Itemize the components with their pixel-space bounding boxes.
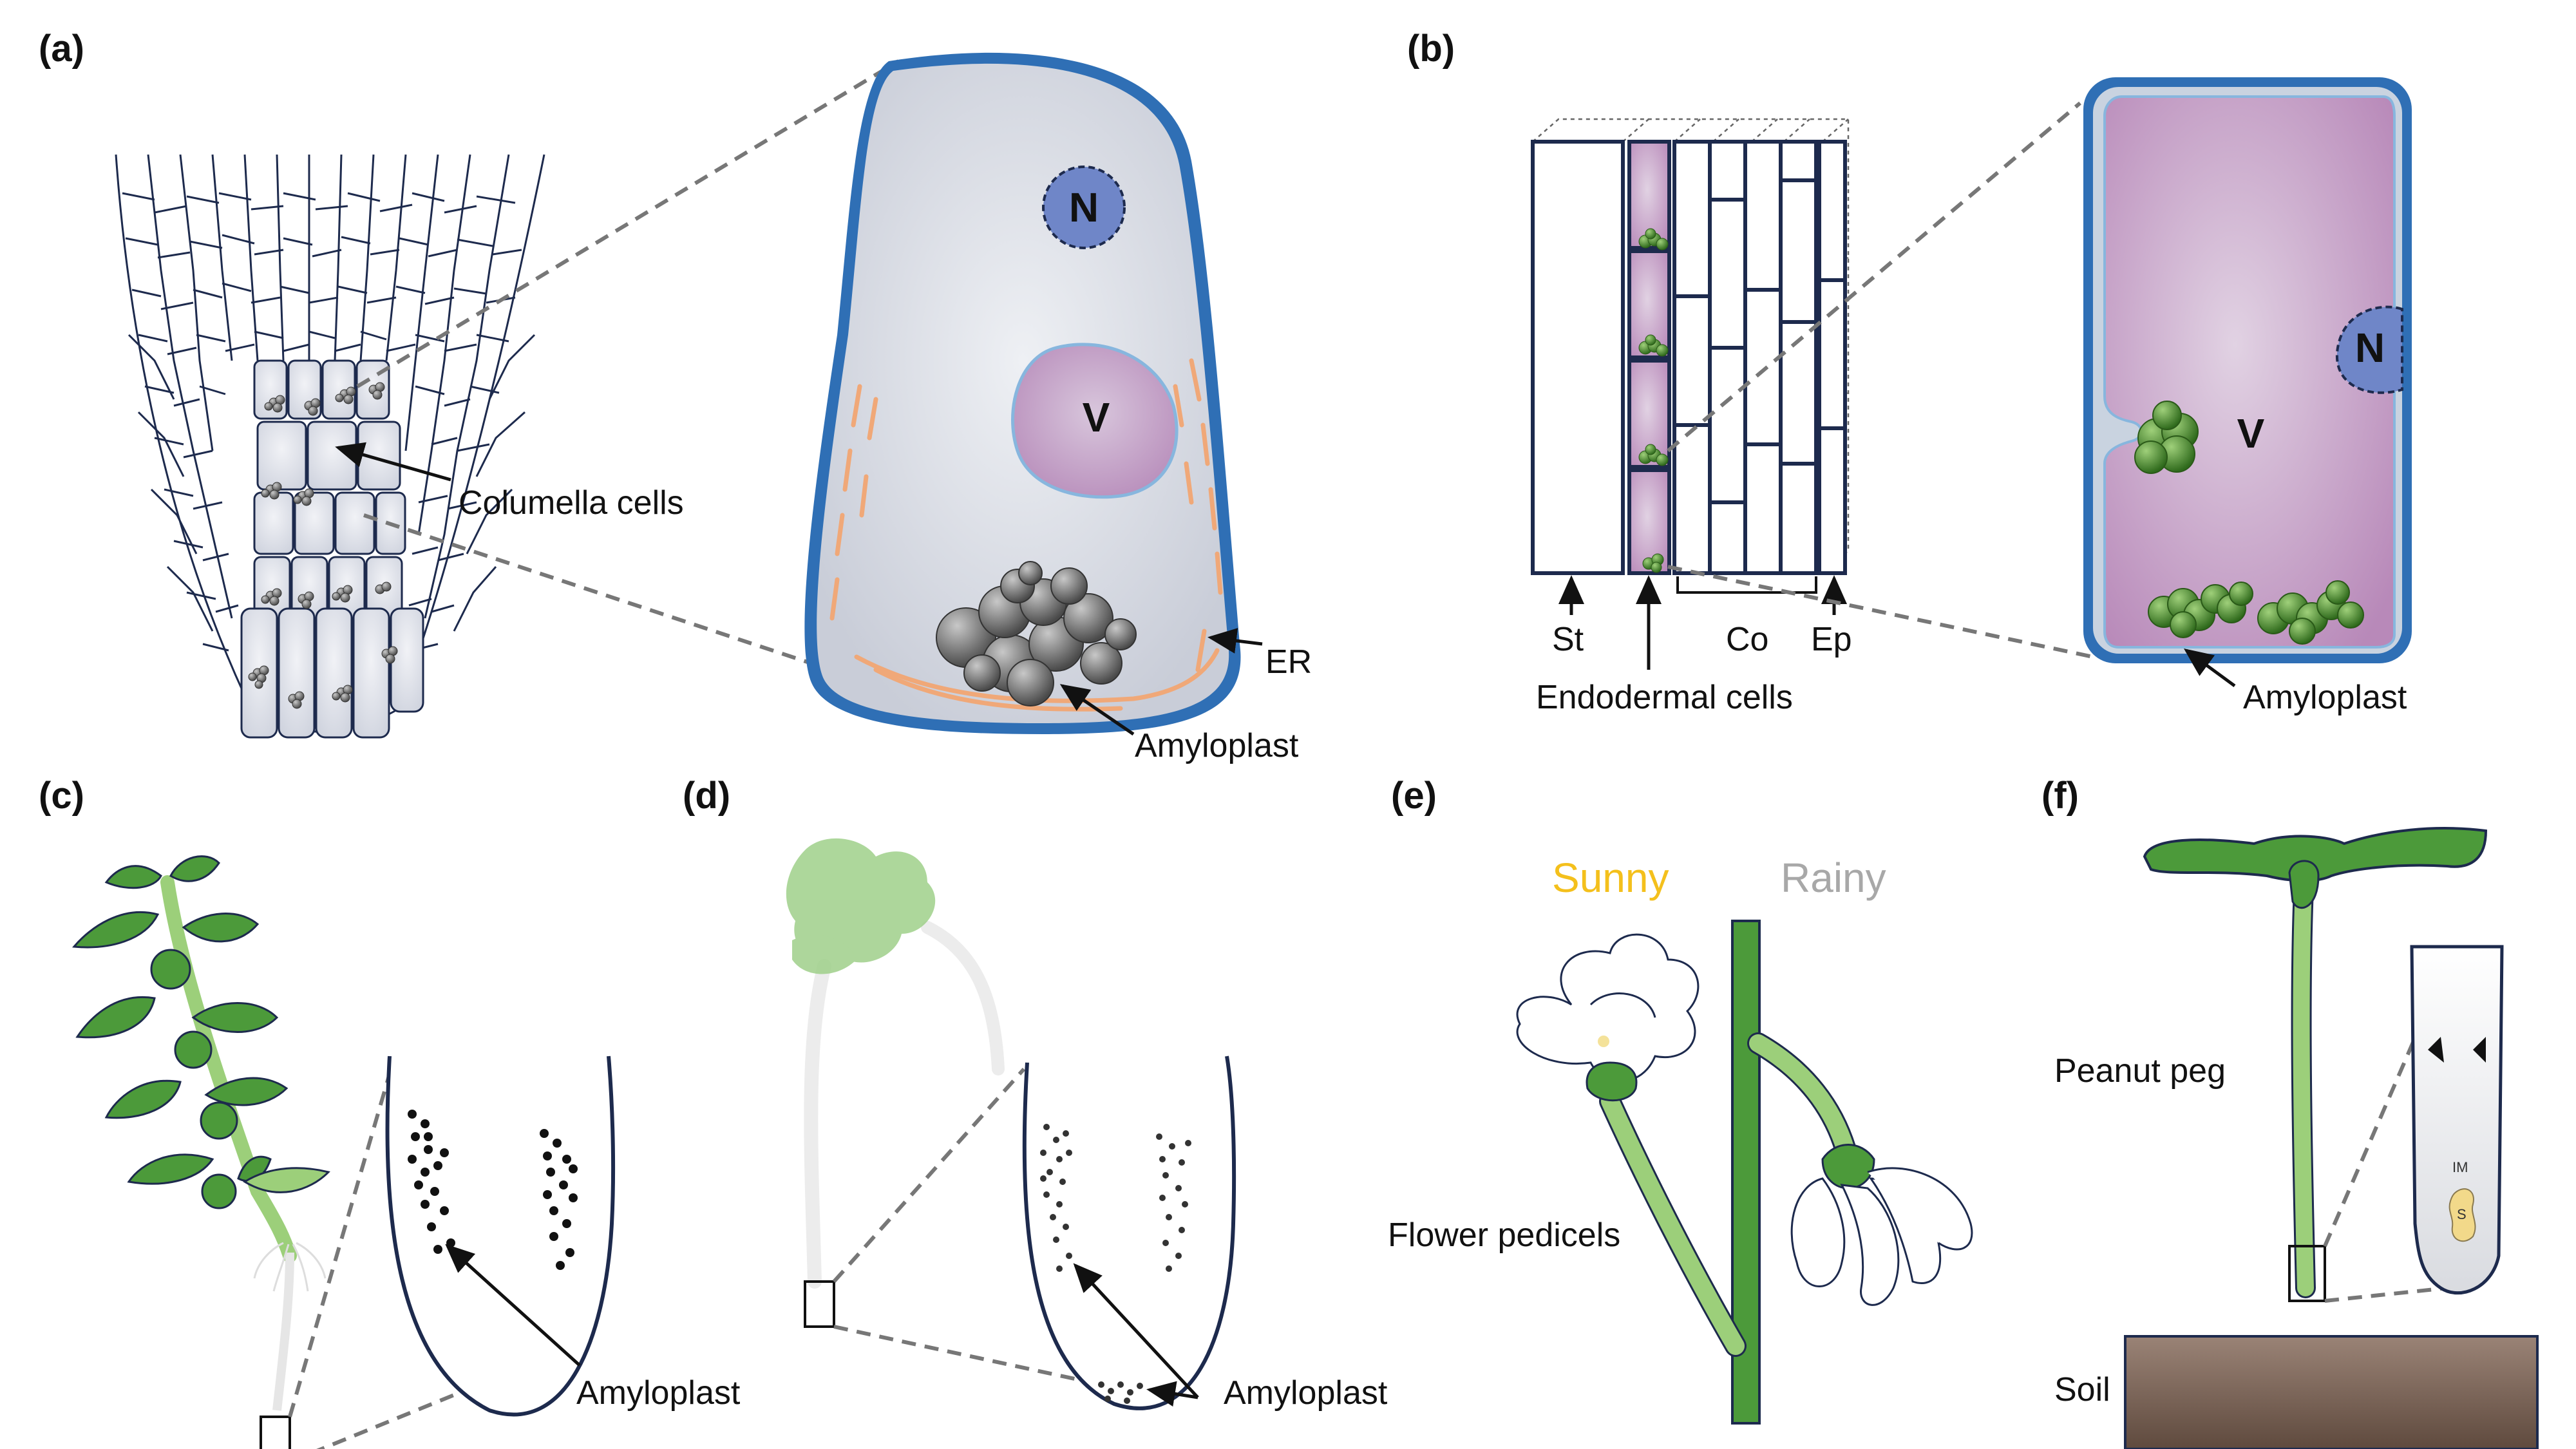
- panel-a: Columella cells N V: [115, 52, 1312, 764]
- hypocotyl-d: [804, 959, 831, 1289]
- amyloplast-arrow-c: [445, 1244, 581, 1367]
- panel-d: Amyloplast: [786, 838, 1388, 1412]
- zoom-line-a-top: [356, 59, 900, 388]
- panel-label-a: (a): [39, 28, 84, 70]
- panel-label-e: (e): [1391, 775, 1437, 817]
- leaves-c: [72, 855, 330, 1209]
- zoom-line-b-bottom: [1667, 565, 2094, 659]
- zoom-line-a-bottom: [363, 513, 822, 668]
- panel-label-d: (d): [683, 775, 730, 817]
- amyloplast-arrow-a: [1059, 684, 1135, 736]
- root-tip-cells: [115, 154, 545, 733]
- cortex-walls: [1674, 178, 1845, 504]
- peg-arrowhead-right: [2473, 1037, 2486, 1063]
- vacuole-a-label: V: [1083, 394, 1110, 440]
- peg-node: [2288, 860, 2320, 909]
- amyloplast-arrow-b: [2183, 649, 2236, 688]
- ep-label: Ep: [1811, 621, 1852, 658]
- amyloplast-label-a: Amyloplast: [1135, 727, 1299, 764]
- zoom-line-c-top: [288, 1062, 395, 1417]
- amyloplast-label-d: Amyloplast: [1224, 1374, 1388, 1412]
- st-label: St: [1552, 621, 1584, 658]
- vacuole-b-label: V: [2237, 410, 2265, 457]
- soil-label: Soil: [2054, 1371, 2110, 1408]
- panel-label-c: (c): [39, 775, 84, 817]
- co-label: Co: [1726, 621, 1768, 658]
- columella-amyloplasts: [248, 382, 398, 709]
- zoom-box-f: [2288, 1245, 2326, 1302]
- panel-f: Peanut peg IM S Soil: [2054, 827, 2539, 1449]
- panel-label-f: (f): [2041, 775, 2079, 817]
- pedicel-label: Flower pedicels: [1388, 1217, 1620, 1254]
- panel-e: Sunny Rainy Flower pedicels: [1388, 855, 1973, 1425]
- zoom-line-f-bottom: [2324, 1286, 2448, 1303]
- columella-arrow: [335, 442, 451, 482]
- peg-label: Peanut peg: [2054, 1052, 2226, 1090]
- co-bracket: [1676, 576, 1817, 594]
- nucleus-b-label: N: [2355, 325, 2385, 371]
- amyloplast-label-b: Amyloplast: [2243, 679, 2407, 716]
- root-tip-outline-d: [1022, 1056, 1236, 1410]
- columella-label: Columella cells: [459, 484, 684, 522]
- s-label: S: [2457, 1206, 2467, 1222]
- cortex-cells: [1672, 140, 1847, 575]
- nucleus-a: N: [1042, 166, 1126, 249]
- pedicel-rainy: [1749, 1034, 1857, 1168]
- flower-sunny: [1516, 933, 1700, 1102]
- peg-tip-magnified: [2410, 945, 2504, 1295]
- endodermis-amyloplasts: [1638, 228, 1669, 573]
- rainy-label: Rainy: [1781, 855, 1886, 901]
- soil-block: [2124, 1335, 2539, 1449]
- columella-region: [240, 359, 424, 739]
- zoom-line-d-top: [832, 1068, 1026, 1283]
- cotyledons-d: [786, 838, 936, 974]
- seedling-root-c: [272, 1252, 294, 1411]
- statolith-dots-d: [1040, 1124, 1191, 1404]
- zoom-line-c-bottom: [316, 1389, 465, 1449]
- amyloplast-arrow-d2: [1146, 1381, 1198, 1407]
- pedicel-sunny: [1601, 1092, 1745, 1355]
- stele: [1531, 140, 1625, 575]
- zoom-box-d: [804, 1280, 835, 1328]
- zoom-box-c: [260, 1416, 291, 1449]
- amyloplast-arrow-d1: [1073, 1263, 1199, 1399]
- panel-b: St Endodermal cells Co Ep V N: [1531, 77, 2412, 716]
- statolith-dots-c: [408, 1110, 578, 1270]
- nucleus-a-label: N: [1069, 184, 1099, 231]
- vacuole-a: V: [1011, 343, 1179, 499]
- panel-label-b: (b): [1407, 28, 1455, 70]
- amyloplast-cluster-a: [936, 561, 1137, 706]
- peg-stem: [2293, 880, 2314, 1296]
- im-label: IM: [2452, 1159, 2468, 1175]
- endodermal-label: Endodermal cells: [1536, 679, 1793, 716]
- sunny-label: Sunny: [1552, 855, 1669, 901]
- peanut-leaf: [2143, 827, 2488, 882]
- amyloplast-label-c: Amyloplast: [576, 1374, 741, 1412]
- hook-d: [921, 921, 1005, 1075]
- er-arrow: [1208, 628, 1263, 654]
- root-hairs-c: [253, 1242, 327, 1292]
- endodermal-amyloplasts: [2134, 401, 2364, 645]
- panel-c: Amyloplast: [72, 855, 741, 1449]
- peg-arrowhead-left: [2428, 1037, 2444, 1063]
- seed-s: [2448, 1188, 2476, 1242]
- endodermal-vacuole: [2103, 95, 2396, 649]
- er-label: ER: [1265, 643, 1312, 681]
- zoom-line-f-top: [2323, 1029, 2420, 1247]
- endodermis-file: [1627, 140, 1671, 575]
- root-tip-outline-c: [385, 1056, 616, 1417]
- zoom-line-b-top: [1667, 101, 2081, 453]
- nucleus-b: N: [2335, 305, 2403, 394]
- flower-rainy: [1790, 1144, 1973, 1306]
